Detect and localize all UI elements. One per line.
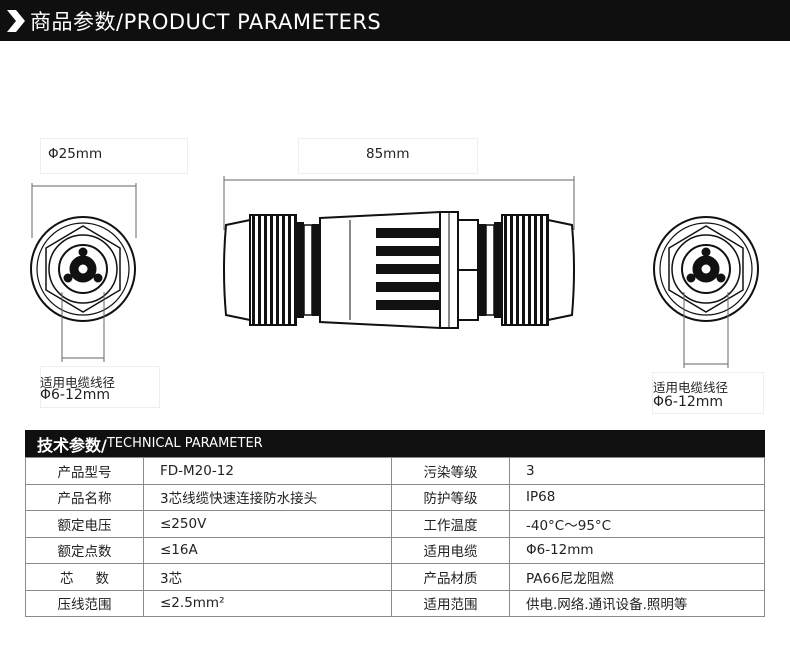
left-end-view <box>30 183 137 362</box>
param-value: -40°C～95°C <box>509 510 765 538</box>
param-value: ≤2.5mm² <box>143 589 392 617</box>
param-value: IP68 <box>509 483 765 511</box>
technical-title-cn: 技术参数/ <box>37 435 107 455</box>
param-value: 3 <box>509 457 765 485</box>
table-row: 压线范围 ≤2.5mm² 适用范围 供电.网络.通讯设备.照明等 <box>25 589 765 617</box>
param-value: PA66尼龙阻燃 <box>509 563 765 591</box>
technical-title-en: TECHNICAL PARAMETER <box>106 436 263 451</box>
param-label: 压线范围 <box>25 589 144 617</box>
table-row: 产品型号 FD-M20-12 污染等级 3 <box>25 457 765 485</box>
cable-left-label-line2: Φ6-12mm <box>40 387 111 403</box>
diameter-label-box <box>40 138 188 174</box>
table-row: 额定电压 ≤250V 工作温度 -40°C～95°C <box>25 510 765 538</box>
section-title: 商品参数/PRODUCT PARAMETERS <box>30 9 382 34</box>
cable-left-label-box <box>40 366 160 408</box>
table-row: 产品名称 3芯线缆快速连接防水接头 防护等级 IP68 <box>25 483 765 511</box>
diameter-label: Φ25mm <box>48 146 103 162</box>
chevron-right-icon <box>0 0 30 41</box>
table-row: 芯数 3芯 产品材质 PA66尼龙阻燃 <box>25 563 765 591</box>
section-header: 商品参数/PRODUCT PARAMETERS <box>0 0 790 41</box>
param-label: 污染等级 <box>391 457 510 485</box>
right-end-view <box>653 216 759 368</box>
table-row: 额定点数 ≤16A 适用电缆 Φ6-12mm <box>25 536 765 564</box>
param-value: ≤250V <box>143 510 392 538</box>
cable-right-label-line2: Φ6-12mm <box>653 394 724 410</box>
param-value: ≤16A <box>143 536 392 564</box>
param-value: 3芯 <box>143 563 392 591</box>
param-value: Φ6-12mm <box>509 536 765 564</box>
param-label: 产品名称 <box>25 483 144 511</box>
param-label: 额定电压 <box>25 510 144 538</box>
param-label: 防护等级 <box>391 483 510 511</box>
cable-right-label-line1: 适用电缆线径 <box>653 380 729 395</box>
param-label: 额定点数 <box>25 536 144 564</box>
param-value: 供电.网络.通讯设备.照明等 <box>509 589 765 617</box>
connector-technical-drawing <box>30 176 759 368</box>
param-value: 3芯线缆快速连接防水接头 <box>143 483 392 511</box>
length-label: 85mm <box>366 146 410 162</box>
cable-left-label-line1: 适用电缆线径 <box>40 375 116 390</box>
technical-parameter-header: 技术参数/ TECHNICAL PARAMETER <box>25 430 765 457</box>
param-value: FD-M20-12 <box>143 457 392 485</box>
length-label-box <box>298 138 478 174</box>
connector-side-view <box>223 176 575 330</box>
param-label: 适用范围 <box>391 589 510 617</box>
param-label: 产品材质 <box>391 563 510 591</box>
parameter-table: 产品型号 FD-M20-12 污染等级 3 产品名称 3芯线缆快速连接防水接头 … <box>25 457 765 617</box>
param-label: 工作温度 <box>391 510 510 538</box>
param-label: 适用电缆 <box>391 536 510 564</box>
param-label: 芯数 <box>25 563 144 591</box>
param-label: 产品型号 <box>25 457 144 485</box>
cable-right-label-box <box>652 372 764 414</box>
